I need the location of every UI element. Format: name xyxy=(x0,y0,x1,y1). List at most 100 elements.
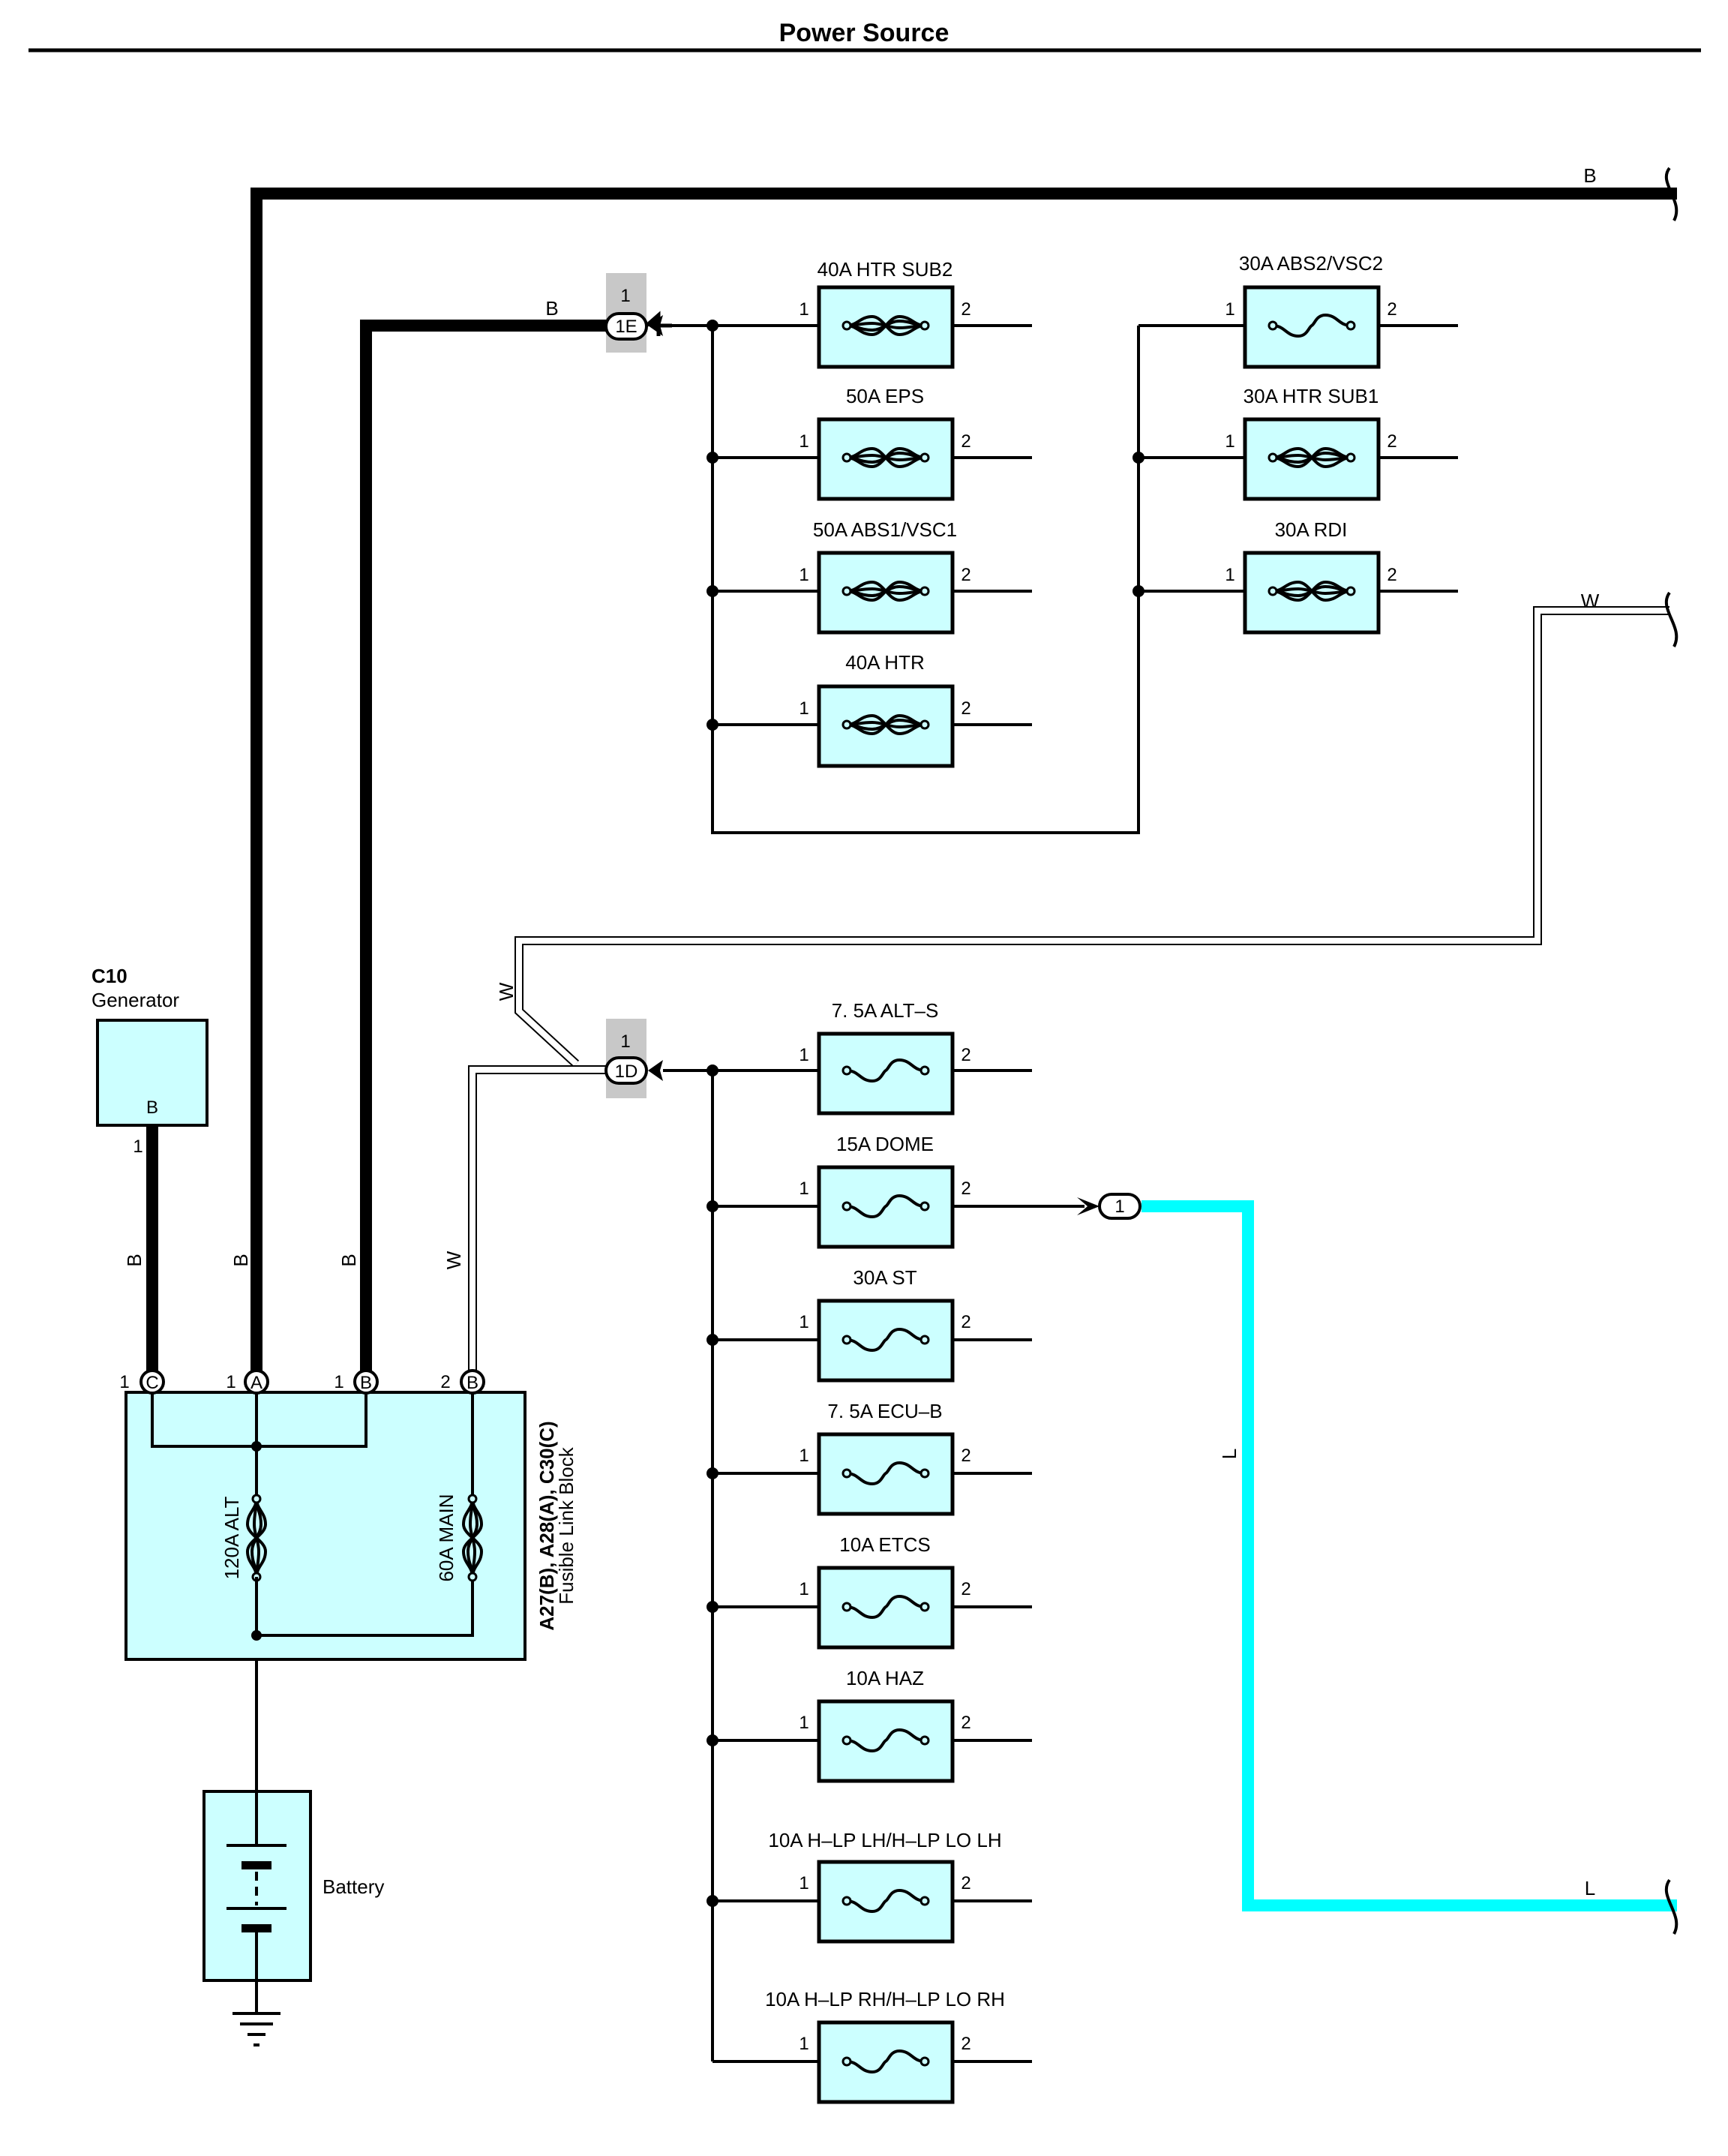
connector-dome-out: 1 xyxy=(1077,1193,1142,1220)
svg-text:1: 1 xyxy=(799,1446,808,1466)
wire-b-main xyxy=(250,188,1677,1376)
fuse-10a-h-lp-lh: 10A H–LP LH/H–LP LO LH 1 2 xyxy=(706,1829,1032,1944)
flb-terminal-b1: 1 B xyxy=(334,1369,379,1395)
ground-icon xyxy=(232,2012,280,2046)
wire-w-1d xyxy=(468,1065,606,1376)
generator-code: C10 xyxy=(92,965,128,987)
wire-label-b-top: B xyxy=(1583,164,1596,187)
fuse-label: 7. 5A ALT–S xyxy=(832,999,939,1022)
battery-cell-1-short xyxy=(242,1861,272,1869)
svg-text:A: A xyxy=(250,1373,262,1393)
svg-text:B: B xyxy=(360,1373,372,1393)
svg-text:1: 1 xyxy=(1114,1197,1124,1217)
generator-pin: 1 xyxy=(133,1137,142,1157)
fuse-30a-abs2-vsc2: 30A ABS2/VSC2 1 2 xyxy=(1138,252,1458,369)
flb-terminal-c: 1 C xyxy=(119,1369,165,1395)
fuse-10a-haz: 10A HAZ 1 2 xyxy=(706,1667,1032,1783)
svg-text:2: 2 xyxy=(440,1372,450,1392)
break-mark-top xyxy=(1664,167,1678,221)
fuse-label: 40A HTR xyxy=(845,651,925,674)
wire-label-b-c: B xyxy=(123,1254,146,1266)
fuse-50a-eps: 50A EPS 1 2 xyxy=(706,385,1032,501)
svg-text:1: 1 xyxy=(799,431,808,452)
svg-text:1: 1 xyxy=(799,698,808,719)
svg-text:2: 2 xyxy=(961,2034,970,2054)
svg-text:1: 1 xyxy=(799,565,808,585)
flb-junction-top xyxy=(251,1441,262,1452)
generator-box xyxy=(96,1019,208,1127)
fuse-label: 10A HAZ xyxy=(846,1667,924,1689)
svg-text:1: 1 xyxy=(226,1372,236,1392)
svg-text:1: 1 xyxy=(119,1372,129,1392)
svg-text:1: 1 xyxy=(799,2034,808,2054)
fuse-label: 15A DOME xyxy=(836,1133,934,1155)
fuse-50a-abs1-vsc1: 50A ABS1/VSC1 1 2 xyxy=(706,518,1032,635)
fuse-label: 10A H–LP RH/H–LP LO RH xyxy=(765,1988,1005,2010)
wire-label-w-mid: W xyxy=(495,982,518,1001)
bus-lower xyxy=(663,1069,714,2061)
wire-l xyxy=(1142,1200,1677,1911)
fuse-30a-htr-sub1: 30A HTR SUB1 1 2 xyxy=(1132,385,1458,501)
svg-text:2: 2 xyxy=(1387,431,1396,452)
svg-text:2: 2 xyxy=(961,1045,970,1065)
svg-text:1: 1 xyxy=(1225,431,1234,452)
page-title: Power Source xyxy=(779,19,950,47)
fuse-label: 30A ABS2/VSC2 xyxy=(1239,252,1383,275)
battery-label: Battery xyxy=(322,1875,384,1898)
fuse-15a-dome: 15A DOME 1 2 xyxy=(706,1133,1084,1249)
fuse-30a-rdi: 30A RDI 1 2 xyxy=(1132,518,1458,635)
generator-terminal: B xyxy=(146,1098,158,1118)
svg-text:2: 2 xyxy=(1387,299,1396,320)
fuse-label: 30A HTR SUB1 xyxy=(1244,385,1379,407)
svg-text:1: 1 xyxy=(799,1713,808,1733)
svg-text:1E: 1E xyxy=(615,317,637,337)
flb-codes: A27(B), A28(A), C30(C) xyxy=(536,1421,558,1630)
svg-text:2: 2 xyxy=(961,431,970,452)
svg-text:1: 1 xyxy=(334,1372,344,1392)
svg-text:2: 2 xyxy=(961,1713,970,1733)
wire-w-right xyxy=(514,606,1670,1067)
bus-upper-loop xyxy=(711,326,1140,834)
svg-text:1: 1 xyxy=(799,1579,808,1599)
wire-label-b-a: B xyxy=(230,1254,252,1266)
fuse-40a-htr: 40A HTR 1 2 xyxy=(706,651,1032,768)
svg-text:1: 1 xyxy=(620,1031,630,1052)
svg-text:2: 2 xyxy=(961,1312,970,1332)
svg-text:1D: 1D xyxy=(615,1061,638,1082)
fuse-40a-htr-sub2: 40A HTR SUB2 1 2 xyxy=(712,258,1032,369)
svg-text:1: 1 xyxy=(799,299,808,320)
fuse-label: 50A EPS xyxy=(846,385,924,407)
svg-text:2: 2 xyxy=(961,299,970,320)
svg-text:2: 2 xyxy=(1387,565,1396,585)
fuse-label-120a-alt: 120A ALT xyxy=(220,1496,243,1579)
wire-label-b-1e: B xyxy=(545,297,558,320)
wire-label-l-vert: L xyxy=(1218,1449,1240,1459)
wire-b-1e xyxy=(360,320,608,1376)
wire-label-w-right: W xyxy=(1581,590,1600,612)
fuse-label: 10A H–LP LH/H–LP LO LH xyxy=(768,1829,1001,1851)
svg-text:2: 2 xyxy=(961,1446,970,1466)
fuse-label: 40A HTR SUB2 xyxy=(818,258,953,281)
svg-text:1: 1 xyxy=(620,286,630,306)
break-mark-w xyxy=(1664,591,1678,647)
fuse-7-5a-alt-s: 7. 5A ALT–S 1 2 xyxy=(712,999,1032,1116)
svg-text:1: 1 xyxy=(1225,299,1234,320)
fuse-label-60a-main: 60A MAIN xyxy=(435,1494,458,1581)
wire-label-l-right: L xyxy=(1585,1877,1595,1899)
svg-text:2: 2 xyxy=(961,1579,970,1599)
connector-1e: 1 1E xyxy=(604,273,672,353)
fuse-label: 10A ETCS xyxy=(839,1533,930,1556)
svg-text:2: 2 xyxy=(961,1873,970,1893)
battery-cell-2-short xyxy=(242,1924,272,1932)
connector-1d: 1 1D xyxy=(604,1019,663,1098)
svg-text:2: 2 xyxy=(961,1179,970,1199)
svg-text:1: 1 xyxy=(799,1873,808,1893)
fuse-label: 50A ABS1/VSC1 xyxy=(813,518,957,541)
fuse-7-5a-ecu-b: 7. 5A ECU–B 1 2 xyxy=(706,1400,1032,1516)
flb-terminal-a: 1 A xyxy=(226,1369,269,1395)
svg-text:B: B xyxy=(466,1373,478,1393)
wire-label-w-b2: W xyxy=(442,1251,465,1269)
svg-text:2: 2 xyxy=(961,565,970,585)
flb-terminal-b2: 2 B xyxy=(440,1369,485,1395)
